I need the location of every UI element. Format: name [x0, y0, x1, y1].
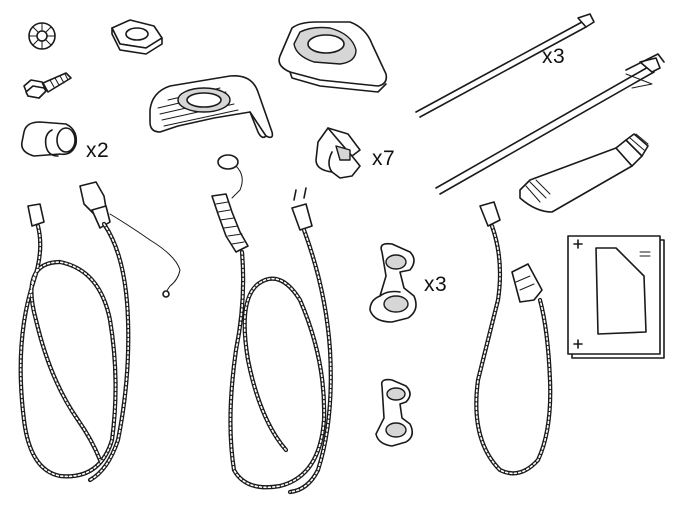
bracket-icon — [149, 75, 274, 139]
hex-screw-icon — [23, 72, 72, 99]
split-clip-icon — [20, 121, 78, 157]
star-washer-icon — [28, 22, 56, 50]
hex-nut-icon — [111, 19, 163, 55]
spring-clip-quantity: x7 — [372, 147, 396, 170]
split-clip-quantity: x2 — [86, 139, 110, 162]
zip-tie-icon — [415, 13, 665, 195]
spring-clip-icon — [315, 127, 361, 179]
zip-tie-quantity: x3 — [542, 45, 566, 68]
instruction-sheet-icon — [567, 235, 665, 359]
wiring-harness-right — [474, 201, 553, 476]
grease-tube-icon — [519, 133, 649, 213]
wiring-harness-middle — [211, 154, 333, 495]
double-clip-icon — [369, 242, 417, 323]
double-clip-quantity: x3 — [424, 273, 448, 296]
wiring-harness-left — [18, 181, 181, 483]
grommet-icon — [278, 21, 388, 93]
double-clip-icon — [375, 378, 414, 447]
